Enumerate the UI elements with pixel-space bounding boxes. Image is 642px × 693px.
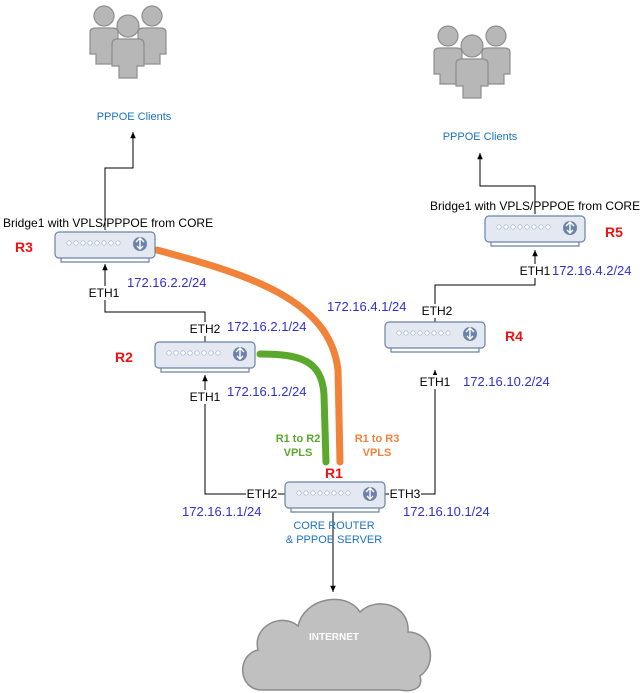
vpls-r1-r3-tunnel [153, 246, 344, 466]
clients-left-label: PPPOE Clients [97, 111, 172, 123]
r2-name: R2 [115, 349, 133, 365]
link-r5-clients [477, 153, 536, 214]
link-r3-clients [104, 132, 136, 230]
ip-r5: 172.16.4.2/24 [552, 263, 632, 278]
ip-r4-down: 172.16.10.2/24 [463, 374, 550, 389]
iface-r5-eth1: ETH1 [520, 264, 551, 278]
iface-r1-eth3: ETH3 [390, 487, 421, 501]
clients-left-icon [89, 5, 167, 79]
r1-caption-line1: CORE ROUTER [293, 520, 374, 532]
tunnel-r1-r2-label: R1 to R2 [276, 433, 321, 445]
iface-r4-eth2: ETH2 [422, 304, 453, 318]
iface-r3-eth1: ETH1 [89, 286, 120, 300]
ip-r2-down: 172.16.1.2/24 [227, 384, 307, 399]
iface-r2-eth2: ETH2 [190, 322, 221, 336]
router-r3-icon[interactable] [54, 231, 156, 263]
r4-name: R4 [505, 328, 523, 344]
iface-r4-eth1: ETH1 [420, 375, 451, 389]
r3-caption: Bridge1 with VPLS/PPPOE from CORE [3, 216, 213, 230]
router-r1-icon[interactable] [284, 481, 386, 513]
ip-r1-left: 172.16.1.1/24 [182, 504, 262, 519]
ip-r1-right: 172.16.10.1/24 [403, 504, 490, 519]
r1-caption-line2: & PPPOE SERVER [286, 534, 382, 546]
ip-r3: 172.16.2.2/24 [127, 275, 207, 290]
tunnel-r1-r3-label: R1 to R3 [355, 433, 400, 445]
vpls-r1-r2-tunnel [256, 350, 330, 466]
ip-r2-up: 172.16.2.1/24 [227, 319, 307, 334]
tunnel-r1-r2-type: VPLS [284, 447, 313, 459]
clients-right-icon [433, 25, 511, 99]
router-r4-icon[interactable] [384, 321, 486, 353]
ip-r4-up: 172.16.4.1/24 [327, 299, 407, 314]
tunnel-r1-r3-type: VPLS [363, 447, 392, 459]
r3-name: R3 [15, 239, 33, 255]
r5-name: R5 [605, 224, 623, 240]
r1-name: R1 [325, 465, 343, 481]
router-r2-icon[interactable] [154, 341, 256, 373]
r5-caption: Bridge1 with VPLS/PPPOE from CORE [430, 199, 640, 213]
internet-label: INTERNET [309, 632, 359, 643]
clients-right-label: PPPOE Clients [443, 131, 518, 143]
internet-cloud-icon [242, 598, 432, 692]
router-r5-icon[interactable] [484, 215, 586, 247]
iface-r2-eth1: ETH1 [190, 390, 221, 404]
iface-r1-eth2: ETH2 [247, 487, 278, 501]
